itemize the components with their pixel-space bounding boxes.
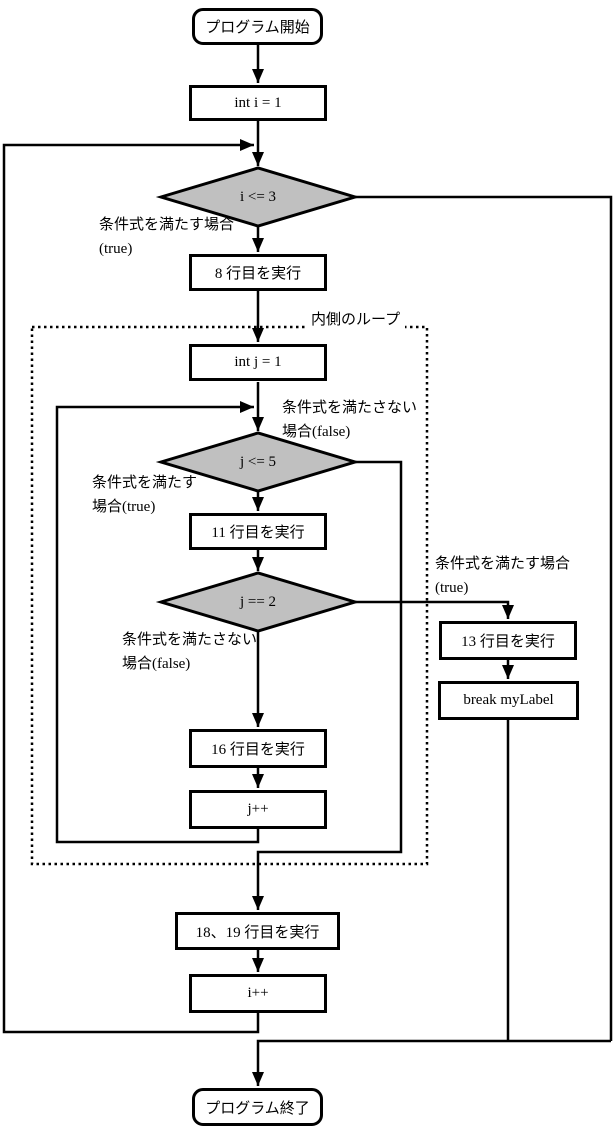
edge-inner-loopback <box>55 401 260 844</box>
edge-cond-inner-false <box>252 460 403 910</box>
label-outer-true-line1: 条件式を満たす場合 <box>99 217 235 233</box>
label-inner-false-line1: 条件式を満たさない <box>282 400 418 416</box>
decision-cond-break-label: j == 2 <box>239 593 277 610</box>
inner-loop-caption: 内側のループ <box>306 310 406 330</box>
label-inner-true-line1: 条件式を満たす <box>92 475 198 491</box>
edge-outer-loopback <box>2 139 260 1034</box>
node-inc-j: j++ <box>189 790 327 829</box>
node-exec-line18-19: 18、19 行目を実行 <box>175 912 340 950</box>
label-outer-true: 条件式を満たす場合 (true) <box>99 213 234 261</box>
edge-cond-break-true <box>355 600 514 619</box>
label-break-false-line1: 条件式を満たさない <box>122 632 258 648</box>
label-outer-true-line2: (true) <box>99 241 133 257</box>
label-inner-false-line2: 場合(false) <box>282 424 351 440</box>
edge-cond-outer-false <box>355 195 613 1041</box>
inner-loop-region-border <box>30 325 429 866</box>
label-break-false-line2: 場合(false) <box>122 656 191 672</box>
label-break-true: 条件式を満たす場合 (true) <box>435 552 570 600</box>
node-init-i: int i = 1 <box>189 85 327 121</box>
node-break-mylabel: break myLabel <box>438 681 579 720</box>
label-inner-true-line2: 場合(true) <box>92 499 156 515</box>
node-start: プログラム開始 <box>192 8 323 45</box>
decision-cond-outer-shape <box>155 166 361 228</box>
label-break-false: 条件式を満たさない 場合(false) <box>122 628 257 676</box>
label-inner-true: 条件式を満たす 場合(true) <box>92 471 197 519</box>
node-exec-line13: 13 行目を実行 <box>439 621 577 660</box>
node-inc-i: i++ <box>189 974 327 1013</box>
decision-cond-outer-label: i <= 3 <box>239 188 277 205</box>
node-exec-line8: 8 行目を実行 <box>189 254 327 291</box>
label-break-true-line2: (true) <box>435 580 469 596</box>
decision-cond-inner-shape <box>155 431 361 493</box>
decision-cond-inner-label: j <= 5 <box>239 453 277 470</box>
node-exec-line11: 11 行目を実行 <box>189 513 327 550</box>
edge-merge-to-end <box>252 1039 611 1086</box>
node-init-j: int j = 1 <box>189 344 327 381</box>
decision-cond-break-shape <box>155 571 361 633</box>
node-exec-line16: 16 行目を実行 <box>189 729 327 768</box>
node-end: プログラム終了 <box>192 1088 323 1126</box>
label-break-true-line1: 条件式を満たす場合 <box>435 556 571 572</box>
label-inner-false: 条件式を満たさない 場合(false) <box>282 396 417 444</box>
